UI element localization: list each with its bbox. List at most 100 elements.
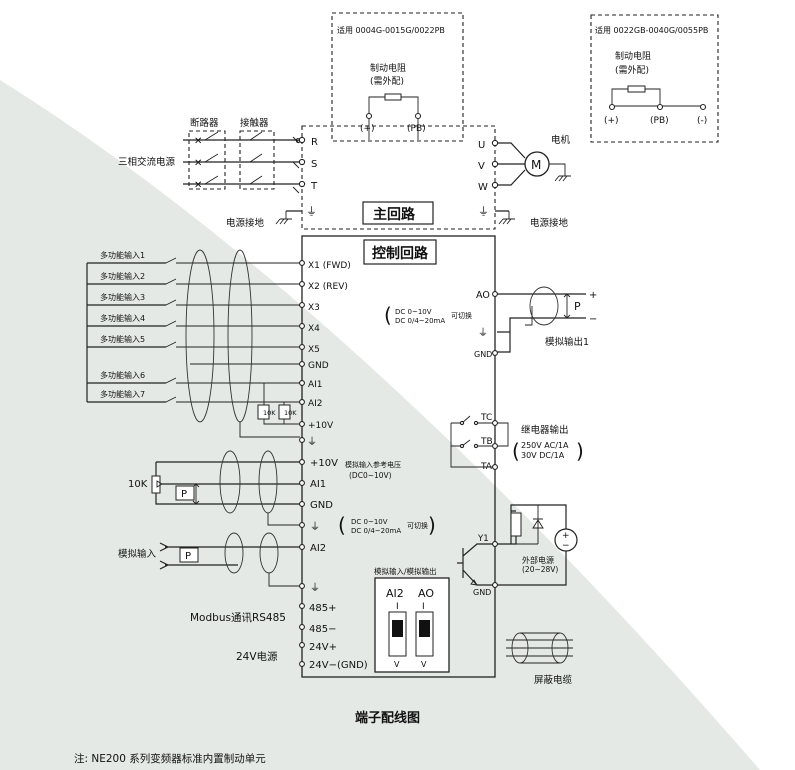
svg-text:): ) (576, 439, 584, 463)
analog-input-label: 模拟输入 (118, 548, 157, 560)
ground-left-icon (275, 211, 292, 225)
relay-line2: 30V DC/1A (521, 451, 565, 460)
footnote: 注: NE200 系列变频器标准内置制动单元 (74, 752, 266, 765)
svg-text:(: ( (384, 303, 392, 327)
relay-tb: TB (480, 437, 493, 447)
svg-text:✕: ✕ (194, 136, 202, 147)
brake-small-applies: 适用 0004G-0015G/0022PB (337, 25, 445, 35)
supply-line1: 外部电源 (522, 555, 554, 565)
y1-gnd-terminal: GND (473, 588, 491, 597)
switch-ai2-label: AI2 (386, 587, 404, 600)
ao-earth-icon: ⏚ (478, 327, 488, 339)
ground-left-label: 电源接地 (226, 217, 265, 229)
motor-ground-icon (549, 163, 571, 182)
relay-tc: TC (480, 413, 492, 423)
ground-right-label: 电源接地 (530, 217, 569, 229)
analog-p-label-2: P (185, 551, 191, 562)
terminal-x3: X3 (308, 303, 320, 313)
ao-output-label: 模拟输出1 (545, 336, 589, 348)
power24-label: 24V电源 (236, 650, 278, 663)
pot-label: 10K (128, 479, 148, 490)
analog-terminal-dots (299, 459, 305, 589)
supply-line2: (20~28V) (522, 565, 558, 574)
potentiometer-10k (151, 475, 161, 494)
y1-load-resistor (510, 512, 522, 537)
analog-term-ai1: AI1 (310, 479, 326, 490)
shield-cable-analog-1 (219, 450, 241, 514)
switch-ao-label: AO (418, 587, 434, 600)
ao-p-label: P (574, 300, 581, 313)
brake-small-resistor: 制动电阻 (370, 62, 406, 74)
switch-ao-knob (419, 620, 430, 637)
diagram-title: 端子配线图 (355, 710, 420, 726)
analog-dc-line2: DC 0/4~20mA (351, 527, 401, 535)
main-circuit-title-box (362, 201, 434, 225)
switch-ai2-knob (392, 620, 403, 637)
shield-cable-analog-3 (224, 532, 244, 574)
resistor-10k-1-label: 10K (263, 409, 276, 417)
terminal-x1: X1 (FWD) (308, 261, 351, 271)
y1-terminal: Y1 (477, 534, 489, 544)
power-24v-plus: 24V+ (309, 642, 337, 653)
relay-line1: 250V AC/1A (521, 441, 569, 450)
terminal-ai1: AI1 (308, 380, 323, 390)
resistor-10k-1 (257, 404, 270, 420)
main-input-t: T (310, 181, 318, 192)
resistor-10k-2-label: 10K (284, 409, 297, 417)
contactor-box (239, 130, 275, 190)
multi-input-1: 多功能输入1 (100, 250, 145, 260)
main-circuit-title: 主回路 (373, 206, 416, 223)
breaker-box (188, 130, 226, 190)
three-phase-label: 三相交流电源 (118, 156, 176, 168)
svg-text:−: − (562, 541, 570, 551)
contactor-label: 接触器 (240, 117, 269, 129)
main-output-w: W (478, 182, 488, 193)
brake-box-large (590, 14, 719, 143)
analog-term-gnd: GND (310, 500, 333, 511)
ground-right-icon (498, 211, 515, 225)
main-input-r: R (311, 137, 318, 148)
switch-panel-title: 模拟输入/模拟输出 (374, 566, 437, 576)
ao-dc-line1: DC 0~10V (395, 308, 432, 316)
brake-large-applies: 适用 0022GB-0040G/0055PB (595, 25, 708, 35)
switch-ai2-bottom: V (394, 660, 400, 669)
main-output-v: V (478, 161, 485, 172)
ao-plus: + (589, 290, 597, 301)
brake-box-small (331, 12, 464, 142)
switch-ao-top: I (422, 602, 425, 612)
analog-ref-note-2: (DC0~10V) (349, 471, 392, 480)
main-output-u: U (478, 140, 485, 151)
ao-minus: − (589, 314, 597, 325)
svg-text:ꝋ: ꝋ (295, 136, 302, 146)
analog-dc-line1: DC 0~10V (351, 518, 388, 526)
terminal-x2: X2 (REV) (308, 282, 348, 292)
brake-large-pb: (PB) (650, 116, 669, 126)
terminal-x4: X4 (308, 324, 320, 334)
modbus-label: Modbus通讯RS485 (190, 611, 286, 624)
brake-large-resistor-symbol (627, 85, 646, 93)
ao-terminal: AO (476, 290, 490, 301)
brake-large-resistor: 制动电阻 (615, 50, 651, 62)
ao-dc-line2: DC 0/4~20mA (395, 317, 445, 325)
shield-cable-input-1 (185, 249, 215, 423)
svg-text:): ) (428, 513, 436, 537)
main-input-s: S (311, 159, 317, 170)
brake-large-note: (需外配) (615, 64, 649, 76)
analog-term-10v: +10V (310, 458, 338, 469)
terminal-10v: +10V (308, 421, 334, 431)
switch-ai2-top: I (396, 602, 399, 612)
shield-cable-legend-icon (506, 632, 573, 664)
terminal-ai2: AI2 (308, 399, 323, 409)
transistor-symbol (457, 543, 493, 586)
multi-input-4: 多功能输入4 (100, 313, 145, 323)
multi-input-5: 多功能输入5 (100, 334, 145, 344)
analog-term-earth2-icon: ⏚ (310, 582, 320, 594)
breaker-label: 断路器 (190, 117, 219, 129)
control-circuit-title: 控制回路 (372, 245, 429, 262)
shield-cable-ao (529, 286, 559, 326)
analog-switchable: 可切换 (407, 521, 428, 530)
main-circuit-box (301, 125, 496, 230)
y1-diode (532, 505, 544, 544)
brake-large-plus: (+) (604, 116, 619, 126)
